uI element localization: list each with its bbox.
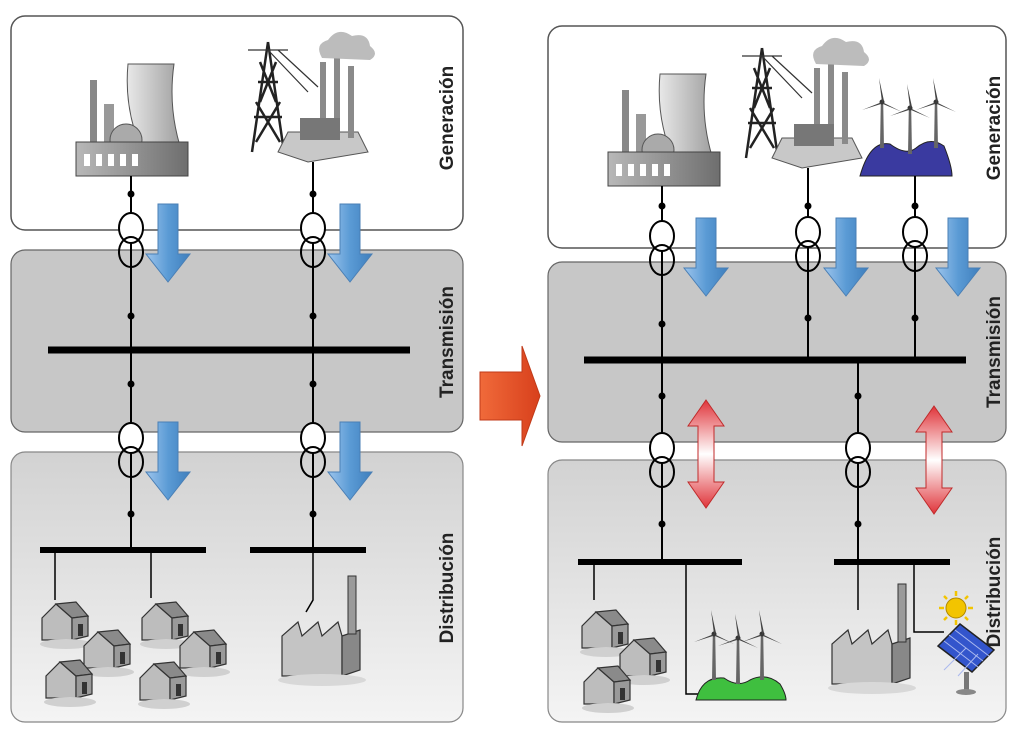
nuclear-plant-icon [75,63,189,177]
transmission-section [10,249,464,433]
distribution-label: Distribución [984,537,1005,648]
nuclear-plant-icon [607,73,721,187]
load-feeders [593,562,944,695]
junction-dots [658,202,919,528]
generation-label: Generación [437,66,458,171]
solar-panel-icon [936,591,996,695]
sun-icon [939,591,973,625]
generation-label: Generación [984,76,1005,181]
transition-arrow [479,345,541,447]
transmission-label: Transmisión [437,286,458,398]
wind-farm-icon [694,610,787,701]
wind-farm-icon [859,78,956,177]
load-feeders [54,550,314,613]
before-panel: Generación Transmisión Distribución [10,15,464,723]
transmission-label: Transmisión [984,296,1005,408]
distribution-label: Distribución [437,533,458,644]
generation-section [10,15,464,231]
junction-dots [127,190,317,518]
after-panel: Generación Transmisión Distribución [547,25,1007,723]
